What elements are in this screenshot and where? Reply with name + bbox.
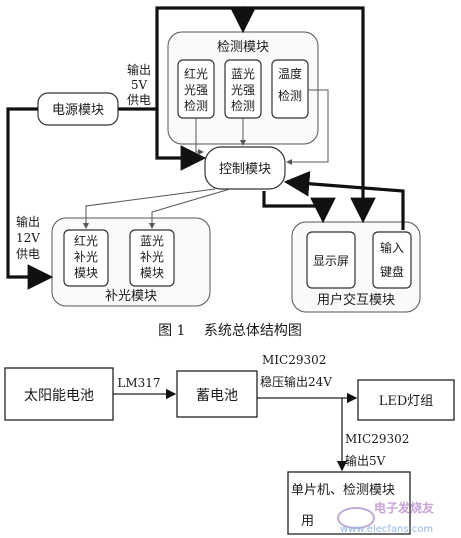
mic-5v-line2: 输出5V [345,453,386,468]
figure1-caption: 图 1 系统总体结构图 [158,323,302,339]
temp-sensor-to-control-line [286,89,329,165]
red-sensor-to-control-line [195,118,204,155]
mic-24v-line2: 稳压输出24V [260,374,332,389]
mcu-detect-box [287,471,411,535]
lm317-label: LM317 [117,376,160,390]
red-fill-line3: 模块 [74,266,98,280]
red-light-sensor-line1: 红光 [184,66,208,81]
power-12v-line1: 输出 [16,214,40,229]
blue-light-sensor-line3: 检测 [231,98,255,113]
power-12v-line2: 12V [16,231,40,245]
power-5v-line [118,6,256,111]
power-5v-to-user-line [243,6,376,224]
led-group-box [357,379,455,421]
control-to-red-fill-line [83,188,216,229]
blue-fill-line1: 蓝光 [140,234,164,248]
temperature-sensor-line2: 检测 [278,88,302,103]
mcu-detect-label: 单片机、检测模块 [291,483,395,498]
temperature-sensor [271,59,309,119]
mic-24v-line1: MIC29302 [262,353,326,367]
display-label: 显示屏 [313,254,349,268]
power-12v-line3: 供电 [16,247,40,261]
svg-text:www.elecfans.com: www.elecfans.com [340,524,433,535]
red-fill-module [63,229,109,287]
temperature-sensor-line1: 温度 [278,66,302,81]
power-5v-line2: 5V [131,78,148,92]
blue-light-sensor-line1: 蓝光 [231,67,255,81]
elecfans-watermark: 电子发烧友 www.elecfans.com [337,500,434,535]
control-module-label: 控制模块 [219,162,271,177]
blue-light-sensor-line2: 光强 [231,83,255,97]
input-keyboard [372,231,412,289]
mcu-detect-label-cut: 用 [301,514,314,529]
control-to-display-line [262,191,336,224]
blue-fill-line2: 补光 [140,250,164,264]
user-module-label: 用户交互模块 [317,292,395,308]
power-5v-to-control-line [155,109,207,171]
power-5v-line3: 供电 [127,93,151,107]
blue-fill-module [129,229,175,287]
battery-label: 蓄电池 [196,388,238,404]
led-group-label: LED灯组 [379,394,434,409]
fill-module-label: 补光模块 [105,289,157,304]
battery-box [176,370,258,418]
control-to-blue-fill-line [149,188,231,229]
svg-text:电子发烧友: 电子发烧友 [374,500,434,515]
keyboard-line2: 键盘 [380,264,404,279]
detect-module-label: 检测模块 [217,40,269,55]
solar-cell-label: 太阳能电池 [24,388,94,404]
red-fill-line2: 补光 [74,250,98,264]
power-module-label: 电源模块 [52,103,104,118]
red-light-sensor-line2: 光强 [184,83,208,97]
power-12v-line [6,107,54,290]
red-fill-line1: 红光 [74,233,98,248]
power-5v-line1: 输出 [127,62,151,77]
display-screen [306,231,356,289]
red-light-sensor-line3: 检测 [184,98,208,113]
blue-fill-line3: 模块 [140,266,164,280]
keyboard-line1: 输入 [380,240,404,255]
keyboard-to-control-line [283,170,405,230]
mic-5v-line1: MIC29302 [345,432,409,446]
